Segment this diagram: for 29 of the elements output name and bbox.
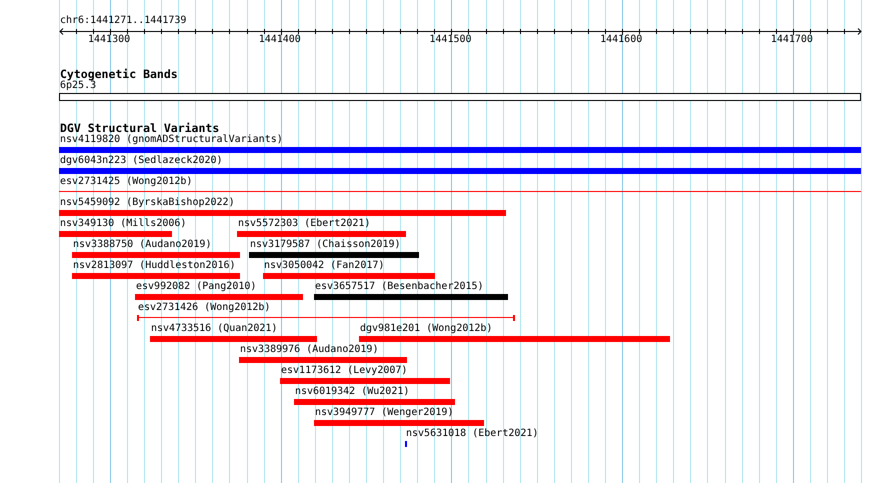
track-title: Cytogenetic Bands (60, 68, 178, 80)
variant-label: nsv4119820 (gnomADStructuralVariants) (60, 134, 283, 146)
variant-label: esv2731425 (Wong2012b) (60, 176, 192, 188)
variant-label: nsv5459092 (ByrskaBishop2022) (60, 197, 235, 209)
variant-label: nsv4733516 (Quan2021) (151, 323, 278, 335)
location-label: chr6:1441271..1441739 (60, 15, 186, 27)
tick-label: 1441400 (258, 34, 301, 46)
variant-label: nsv3179587 (Chaisson2019) (250, 239, 401, 251)
band-label: 6p25.3 (60, 80, 96, 92)
variant-label: nsv3388750 (Audano2019) (73, 239, 212, 251)
track-title: DGV Structural Variants (60, 122, 220, 134)
tick-label: 1441300 (88, 34, 130, 46)
variant-label: dgv6043n223 (Sedlazeck2020) (60, 155, 223, 167)
tick-label: 1441500 (429, 34, 472, 46)
variant-label: esv992082 (Pang2010) (136, 281, 256, 293)
variant-label: nsv3949777 (Wenger2019) (315, 407, 454, 419)
variant-label: nsv349130 (Mills2006) (60, 218, 186, 230)
tick-label: 1441600 (600, 34, 642, 46)
variant-label: dgv981e201 (Wong2012b) (360, 323, 492, 335)
variant-label: nsv2813097 (Huddleston2016) (73, 260, 236, 272)
variant-label: esv1173612 (Levy2007) (281, 365, 408, 377)
tick-label: 1441700 (770, 34, 813, 46)
variant-label: nsv5631018 (Ebert2021) (406, 428, 538, 440)
variant-label: nsv3389976 (Audano2019) (240, 344, 378, 356)
variant-label: nsv3050042 (Fan2017) (264, 260, 384, 272)
variant-label: nsv6019342 (Wu2021) (295, 386, 410, 398)
variant-label: nsv5572303 (Ebert2021) (238, 218, 370, 230)
variant-label: esv2731426 (Wong2012b) (138, 302, 270, 314)
variant-label: esv3657517 (Besenbacher2015) (315, 281, 484, 293)
